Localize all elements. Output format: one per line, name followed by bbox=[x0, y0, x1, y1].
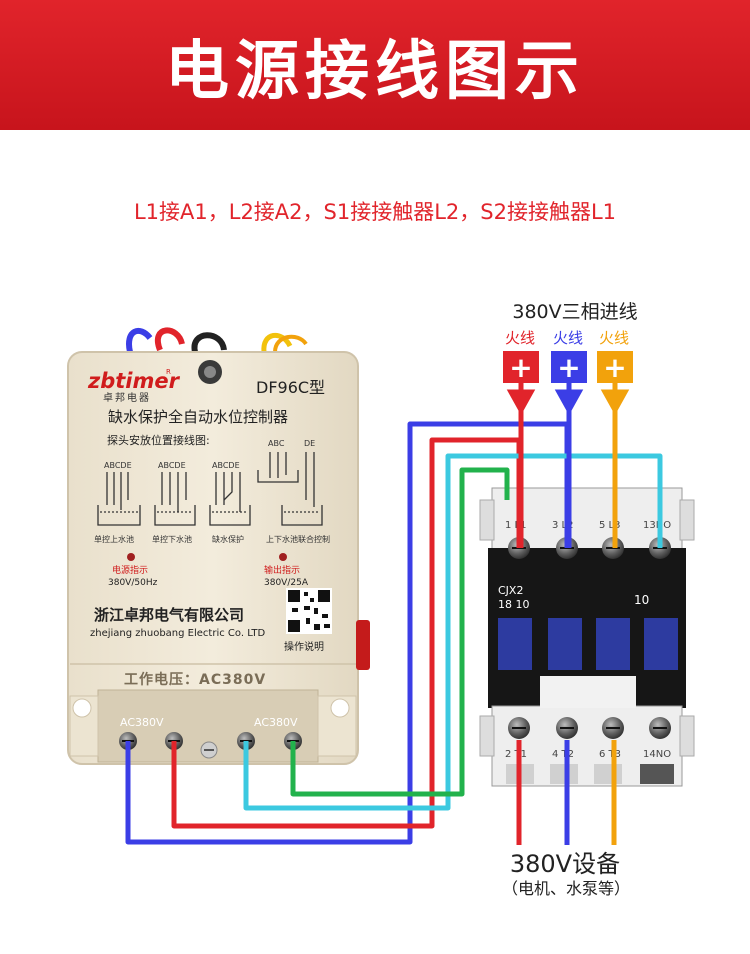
svg-text:ABCDE: ABCDE bbox=[158, 461, 186, 470]
svg-text:ABCDE: ABCDE bbox=[104, 461, 132, 470]
terminal-top-13: 13NO bbox=[643, 520, 671, 531]
phase-l3-input: 火线 + bbox=[597, 329, 633, 548]
brand-logo: zbtimer bbox=[87, 369, 181, 393]
plus-icon bbox=[551, 351, 587, 383]
phase-l2-symbol: + bbox=[557, 351, 580, 384]
contactor-blue-blocks bbox=[498, 618, 678, 670]
wire-green-s2 bbox=[290, 467, 510, 797]
terminal-top-3: 3 L2 bbox=[552, 520, 573, 531]
product-name: 缺水保护全自动水位控制器 bbox=[108, 408, 288, 426]
power-indicator-label: 电源指示 bbox=[112, 564, 148, 576]
mount-hole-left bbox=[72, 698, 92, 718]
output-indicator-label: 输出指示 bbox=[264, 564, 300, 576]
caption-upper-pool: 单控上水池 bbox=[94, 534, 134, 544]
controller-probe-wires bbox=[126, 327, 308, 353]
phase-l1-input: 火线 + bbox=[503, 329, 539, 548]
brand-cn: 卓邦电器 bbox=[103, 391, 151, 404]
phase-l3-label: 火线 bbox=[599, 329, 629, 347]
manual-label: 操作说明 bbox=[284, 640, 324, 653]
probe-diagram-4: ABC DE bbox=[257, 439, 323, 526]
ac-contactor: 1 L1 3 L2 5 L3 13NO CJX2 18 10 10 2 T1 4… bbox=[479, 487, 695, 787]
right-terminal-label: AC380V bbox=[254, 716, 298, 729]
probe-diagram-3: ABCDE bbox=[209, 461, 251, 526]
title-banner: 电源接线图示 bbox=[0, 0, 750, 130]
contactor-model-1: CJX2 bbox=[498, 584, 523, 597]
phase-l2-label: 火线 bbox=[553, 329, 583, 347]
terminal-bottom-6: 6 T3 bbox=[599, 749, 621, 760]
terminal-bottom-4: 4 T2 bbox=[552, 749, 574, 760]
water-level-controller: zbtimer R 卓邦电器 DF96C型 缺水保护全自动水位控制器 探头安放位… bbox=[67, 351, 370, 765]
svg-text:ABC: ABC bbox=[268, 439, 285, 448]
model-number: DF96C型 bbox=[256, 378, 325, 397]
output-rating: 380V/25A bbox=[264, 578, 309, 588]
probe-diagram-2: ABCDE bbox=[154, 461, 196, 526]
terminal-top-1: 1 L1 bbox=[505, 520, 526, 531]
plus-icon bbox=[597, 351, 633, 383]
qr-code-icon bbox=[286, 588, 332, 634]
caption-water-shortage: 缺水保护 bbox=[212, 534, 244, 544]
wire-cyan-s1 bbox=[243, 453, 663, 811]
equipment-title: 380V设备 bbox=[510, 850, 620, 878]
contactor-model-2: 18 10 bbox=[498, 598, 530, 611]
output-wires bbox=[516, 740, 617, 845]
mount-hole-right bbox=[330, 698, 350, 718]
three-phase-title: 380V三相进线 bbox=[512, 301, 637, 323]
caption-lower-pool: 单控下水池 bbox=[152, 534, 192, 544]
wiring-instruction: L1接A1，L2接A2，S1接接触器L2，S2接接触器L1 bbox=[133, 200, 617, 224]
left-terminal-label: AC380V bbox=[120, 716, 164, 729]
contactor-rating: 10 bbox=[634, 593, 649, 607]
equipment-subtitle: （电机、水泵等） bbox=[502, 879, 630, 898]
svg-text:ABCDE: ABCDE bbox=[212, 461, 240, 470]
terminal-top-5: 5 L3 bbox=[599, 520, 620, 531]
phase-l1-symbol: + bbox=[509, 351, 532, 384]
reset-button[interactable] bbox=[356, 620, 370, 670]
working-voltage-label: 工作电压：AC380V bbox=[124, 671, 266, 688]
probe-diagram-1: ABCDE bbox=[97, 461, 141, 526]
plus-icon bbox=[503, 351, 539, 383]
phase-l3-symbol: + bbox=[603, 351, 626, 384]
output-led-icon bbox=[279, 553, 287, 561]
registered-mark: R bbox=[166, 368, 171, 376]
company-name-cn: 浙江卓邦电气有限公司 bbox=[94, 606, 244, 624]
terminal-bottom-2: 2 T1 bbox=[505, 749, 527, 760]
power-led-icon bbox=[127, 553, 135, 561]
contactor-bottom-screws bbox=[508, 717, 671, 739]
page-title: 电源接线图示 bbox=[165, 35, 585, 109]
phase-l2-input: 火线 + bbox=[551, 329, 587, 548]
terminal-bottom-14: 14NO bbox=[643, 749, 671, 760]
svg-text:DE: DE bbox=[304, 439, 315, 448]
power-rating: 380V/50Hz bbox=[108, 578, 158, 588]
phase-l1-label: 火线 bbox=[505, 329, 535, 347]
caption-combined: 上下水池联合控制 bbox=[266, 534, 330, 544]
probe-heading: 探头安放位置接线图: bbox=[107, 433, 210, 447]
company-name-en: zhejiang zhuobang Electric Co. LTD bbox=[90, 628, 265, 639]
contactor-window bbox=[540, 676, 636, 708]
